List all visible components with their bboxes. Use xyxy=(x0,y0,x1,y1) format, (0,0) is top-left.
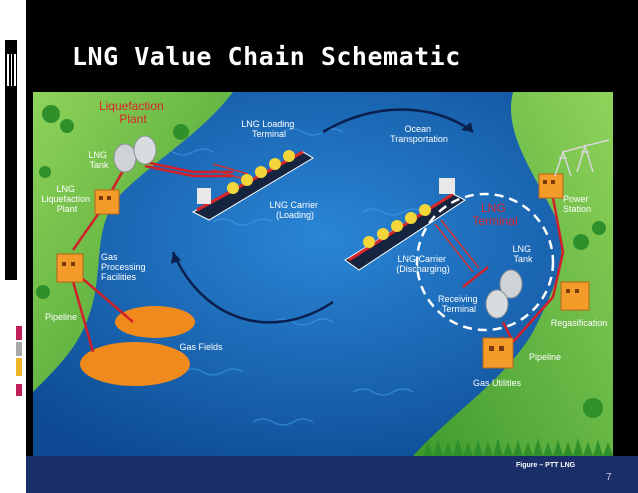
gas-field-1 xyxy=(115,306,195,338)
lng-carrier-discharging-icon xyxy=(344,178,466,271)
liquefaction-plant-icon xyxy=(94,189,120,215)
accent-block-magenta xyxy=(16,326,22,340)
gas-fields-label: Gas Fields xyxy=(179,342,223,352)
receiving-terminal-label: Receiving Terminal xyxy=(438,294,480,314)
regasification-icon xyxy=(560,281,590,311)
carrier-discharging-label: LNG Carrier (Discharging) xyxy=(396,254,450,274)
left-decor-lines xyxy=(7,54,16,86)
left-decor-dark-strip xyxy=(5,40,17,280)
lng-carrier-loading-icon xyxy=(191,150,314,221)
sea-waves xyxy=(152,128,424,426)
arrow-head-bottom xyxy=(171,252,181,264)
lng-value-chain-diagram: Liquefaction Plant LNG Tank LNG Liquefac… xyxy=(33,92,613,456)
power-station-icon xyxy=(538,173,564,199)
transmission-tower-icons xyxy=(554,139,610,177)
power-station-label: Power Station xyxy=(563,194,591,214)
pipeline-left-label: Pipeline xyxy=(45,312,77,322)
accent-block-gray xyxy=(16,342,22,356)
pipeline-right-label: Pipeline xyxy=(529,352,561,362)
lng-terminal-label: LNG Terminal xyxy=(472,201,517,228)
gas-processing-label: Gas Processing Facilities xyxy=(101,252,148,282)
left-decor-bar xyxy=(0,0,26,493)
lng-tank-left-icon xyxy=(113,135,157,173)
accent-block-yellow xyxy=(16,358,22,376)
grass-strip xyxy=(423,438,613,456)
carrier-loading-label: LNG Carrier (Loading) xyxy=(269,200,320,220)
lng-tank-left-label: LNG Tank xyxy=(88,150,109,170)
lng-tank-right-label: LNG Tank xyxy=(512,244,533,264)
gas-utilities-label: Gas Utilities xyxy=(473,378,522,388)
gas-processing-icon xyxy=(56,253,84,283)
slide-title: LNG Value Chain Schematic xyxy=(72,42,461,71)
receiving-terminal-jetty xyxy=(434,219,480,273)
lng-terminal-dashed-circle xyxy=(415,192,555,332)
gas-field-2 xyxy=(80,342,190,386)
slide-footer-band xyxy=(26,456,638,493)
gas-utilities-icon xyxy=(482,337,514,369)
loading-terminal-label: LNG Loading Terminal xyxy=(241,119,297,139)
ocean-transport-arrows xyxy=(171,108,474,324)
lng-liquefaction-plant-label: LNG Liquefaction Plant xyxy=(41,184,92,214)
liquefaction-plant-title: Liquefaction Plant xyxy=(99,99,167,126)
tree-icons xyxy=(36,105,606,418)
ocean-transport-label: Ocean Transportation xyxy=(390,124,448,144)
arrow-head-top xyxy=(461,122,473,132)
regasification-label: Regasification xyxy=(551,318,608,328)
lng-tank-right-icon xyxy=(485,269,523,319)
accent-block-magenta-2 xyxy=(16,384,22,396)
slide-number: 7 xyxy=(606,472,612,483)
figure-source-note: Figure – PTT LNG xyxy=(516,462,576,469)
